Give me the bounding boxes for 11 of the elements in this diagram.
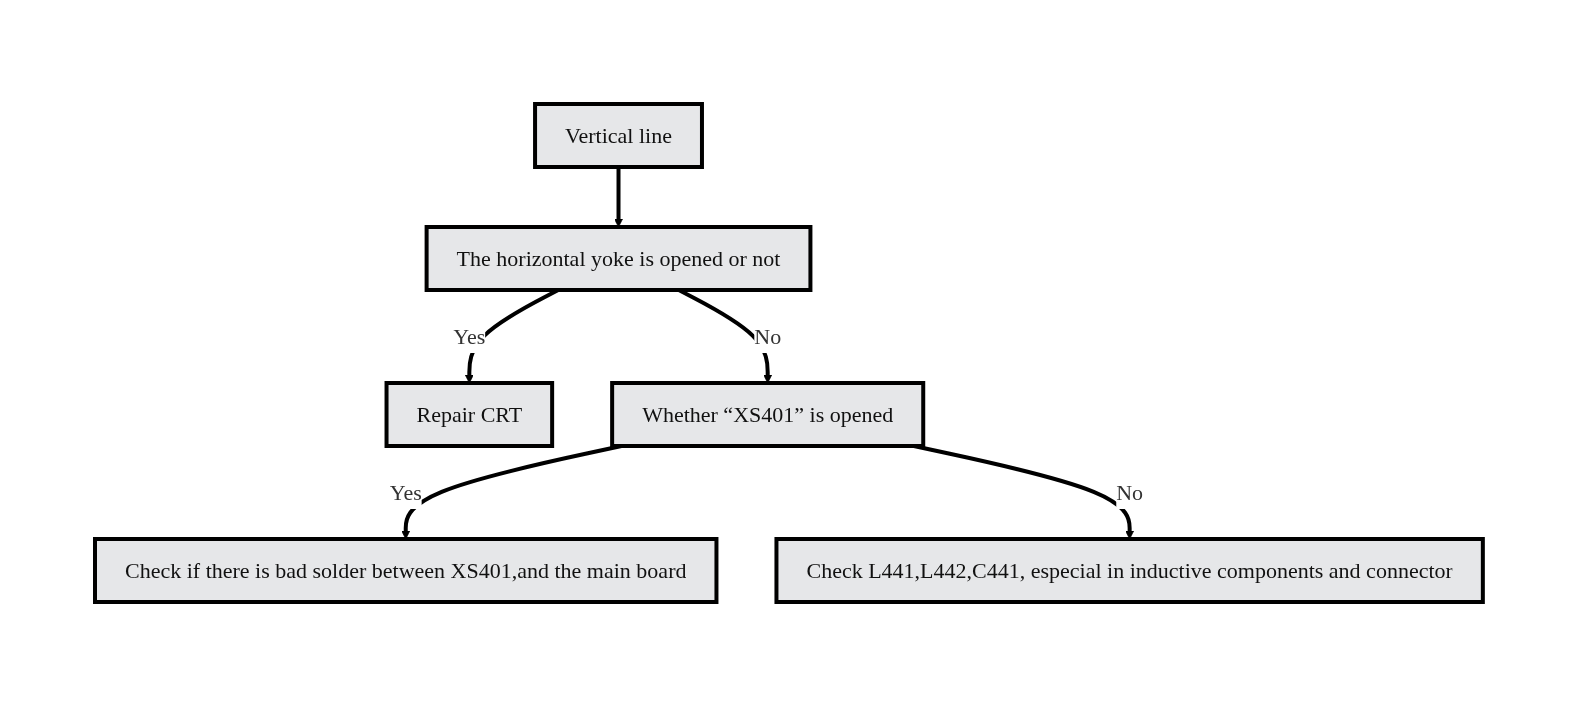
node-box: Check L441,L442,C441, especial in inductive components and connector xyxy=(774,537,1485,604)
edge-label: Yes xyxy=(389,480,422,505)
node-box: The horizontal yoke is opened or not xyxy=(424,225,813,292)
arrow xyxy=(614,167,623,228)
node-box: Whether “XS401” is opened xyxy=(610,381,926,448)
node-box: Repair CRT xyxy=(384,381,555,448)
node-box: Check if there is bad solder between XS401,and the main board xyxy=(93,537,719,604)
edge-label: No xyxy=(754,324,782,349)
edge-label: No xyxy=(1116,480,1144,505)
edge-label: Yes xyxy=(453,324,486,349)
node-box: Vertical line xyxy=(533,102,705,169)
